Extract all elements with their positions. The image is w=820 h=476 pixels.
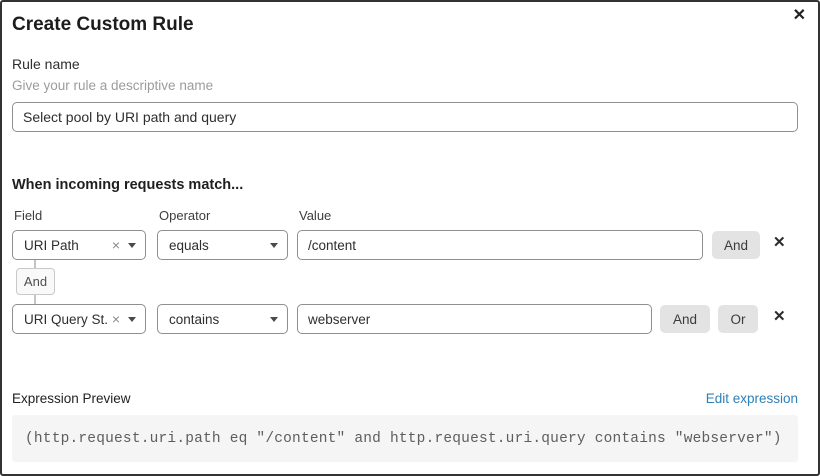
- dialog-title: Create Custom Rule: [12, 14, 194, 35]
- chevron-down-icon: [270, 242, 278, 248]
- column-labels: Field Operator Value: [12, 208, 798, 223]
- expression-preview-header: Expression Preview Edit expression: [12, 391, 798, 407]
- field-column-label: Field: [14, 208, 43, 223]
- close-icon[interactable]: ✕: [792, 7, 806, 24]
- value-input[interactable]: [297, 304, 652, 334]
- rule-name-hint: Give your rule a descriptive name: [12, 78, 214, 93]
- expression-text: (http.request.uri.path eq "/content" and…: [25, 430, 782, 447]
- rule-name-label: Rule name: [12, 56, 80, 72]
- field-select-value: URI Query St...: [24, 311, 108, 327]
- rule-name-input[interactable]: [12, 102, 798, 132]
- clear-field-icon[interactable]: ×: [111, 237, 120, 253]
- match-heading: When incoming requests match...: [12, 177, 244, 193]
- condition-connector: And: [12, 260, 798, 304]
- chevron-down-icon: [128, 316, 136, 322]
- add-and-condition-button[interactable]: And: [712, 231, 760, 259]
- connector-and-chip: And: [16, 268, 55, 295]
- field-select[interactable]: URI Path ×: [12, 230, 146, 260]
- operator-select[interactable]: contains: [157, 304, 288, 334]
- edit-expression-link[interactable]: Edit expression: [705, 391, 798, 406]
- value-column-label: Value: [299, 208, 332, 223]
- remove-row-icon[interactable]: ✕: [773, 308, 786, 325]
- operator-select[interactable]: equals: [157, 230, 288, 260]
- operator-select-value: equals: [169, 237, 209, 253]
- value-input[interactable]: [297, 230, 703, 260]
- chevron-down-icon: [128, 242, 136, 248]
- condition-row: URI Query St... × contains And Or ✕: [12, 304, 798, 334]
- chevron-down-icon: [270, 316, 278, 322]
- expression-preview-box: (http.request.uri.path eq "/content" and…: [12, 415, 798, 462]
- connector-line: [34, 295, 36, 304]
- clear-field-icon[interactable]: ×: [111, 311, 120, 327]
- field-select-value: URI Path: [24, 237, 79, 253]
- operator-select-value: contains: [169, 311, 220, 327]
- add-and-condition-button[interactable]: And: [660, 305, 710, 333]
- operator-column-label: Operator: [159, 208, 211, 223]
- remove-row-icon[interactable]: ✕: [773, 234, 786, 251]
- field-select[interactable]: URI Query St... ×: [12, 304, 146, 334]
- expression-preview-label: Expression Preview: [12, 391, 131, 406]
- condition-row: URI Path × equals And ✕: [12, 230, 798, 260]
- add-or-condition-button[interactable]: Or: [718, 305, 758, 333]
- connector-line: [34, 260, 36, 268]
